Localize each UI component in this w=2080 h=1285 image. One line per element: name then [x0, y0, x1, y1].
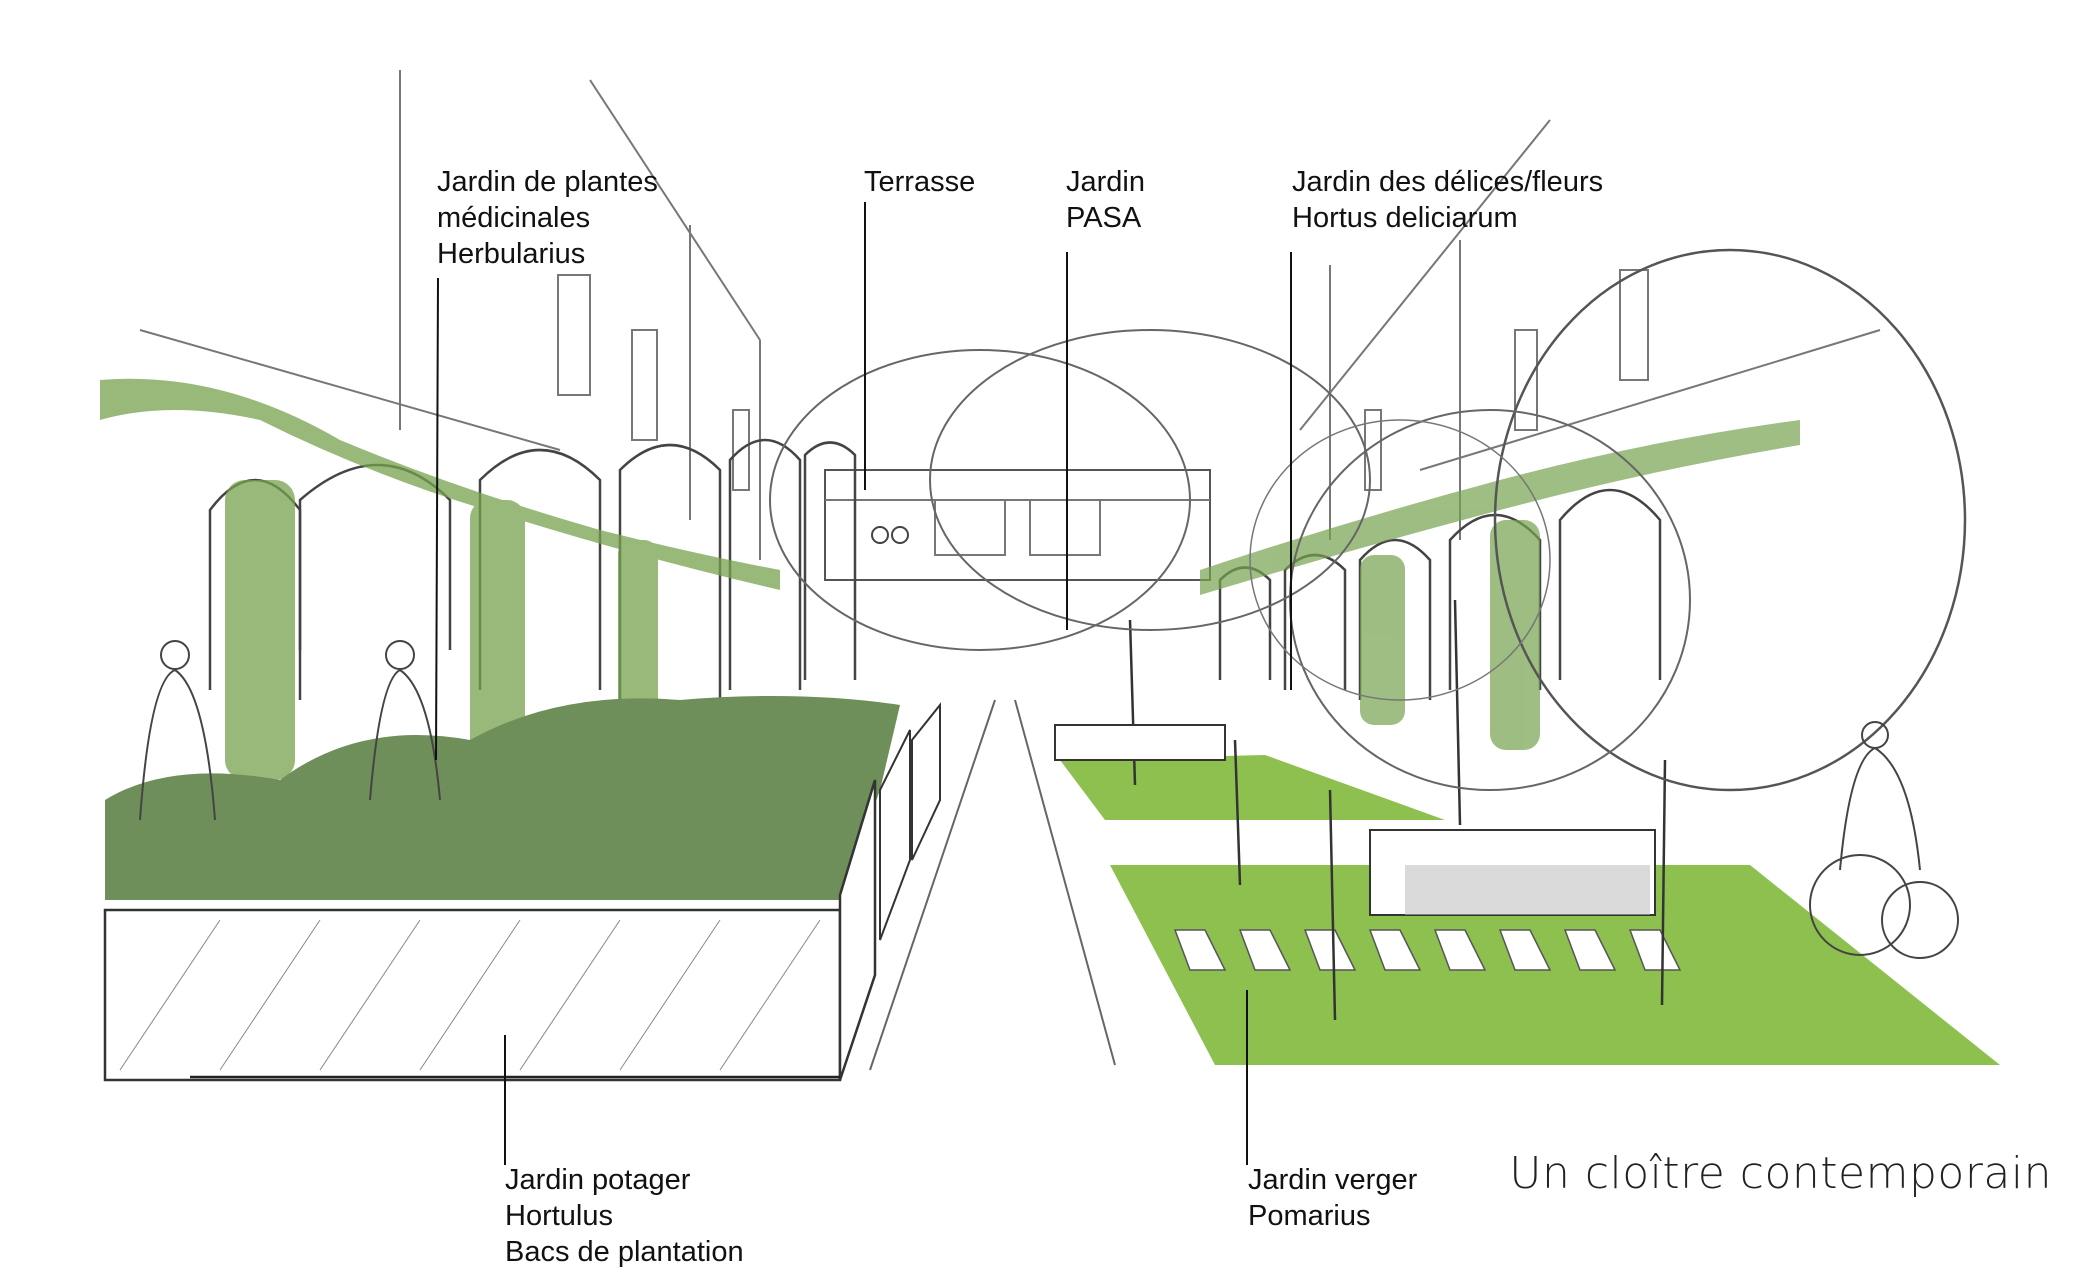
- label-pasa-garden: Jardin PASA: [1066, 164, 1145, 236]
- label-line: Hortulus: [505, 1200, 613, 1232]
- label-line: Jardin verger: [1248, 1164, 1418, 1196]
- label-vegetable-garden: Jardin potager Hortulus Bacs de plantati…: [505, 1162, 744, 1270]
- label-line: Jardin de plantes: [437, 166, 658, 198]
- right-arcade-foliage: [1200, 420, 1800, 750]
- label-line: Hortus deliciarum: [1292, 202, 1518, 234]
- label-line: PASA: [1066, 202, 1142, 234]
- label-orchard-garden: Jardin verger Pomarius: [1248, 1162, 1417, 1234]
- label-line: Herbularius: [437, 238, 586, 270]
- buildings: [139, 70, 1881, 581]
- left-arcade-foliage: [100, 378, 780, 780]
- label-line: Bacs de plantation: [505, 1236, 744, 1268]
- people: [139, 526, 1959, 959]
- label-line: Pomarius: [1248, 1200, 1371, 1232]
- label-line: médicinales: [437, 202, 591, 234]
- caption-title: Un cloître contemporain: [1509, 1148, 2052, 1199]
- label-delights-garden: Jardin des délices/fleurs Hortus delicia…: [1292, 164, 1603, 236]
- vegetable-planters: [103, 696, 1656, 1082]
- label-line: Jardin potager: [505, 1164, 691, 1196]
- label-line: Jardin des délices/fleurs: [1292, 166, 1604, 198]
- label-leader-lines: [435, 202, 1292, 1165]
- label-medicinal-garden: Jardin de plantes médicinales Herbulariu…: [437, 164, 658, 272]
- label-terrace: Terrasse: [864, 164, 975, 200]
- label-line: Jardin: [1066, 166, 1145, 198]
- central-path: [869, 699, 1116, 1071]
- label-line: Terrasse: [864, 166, 976, 198]
- orchard-trees: [769, 248, 1967, 1021]
